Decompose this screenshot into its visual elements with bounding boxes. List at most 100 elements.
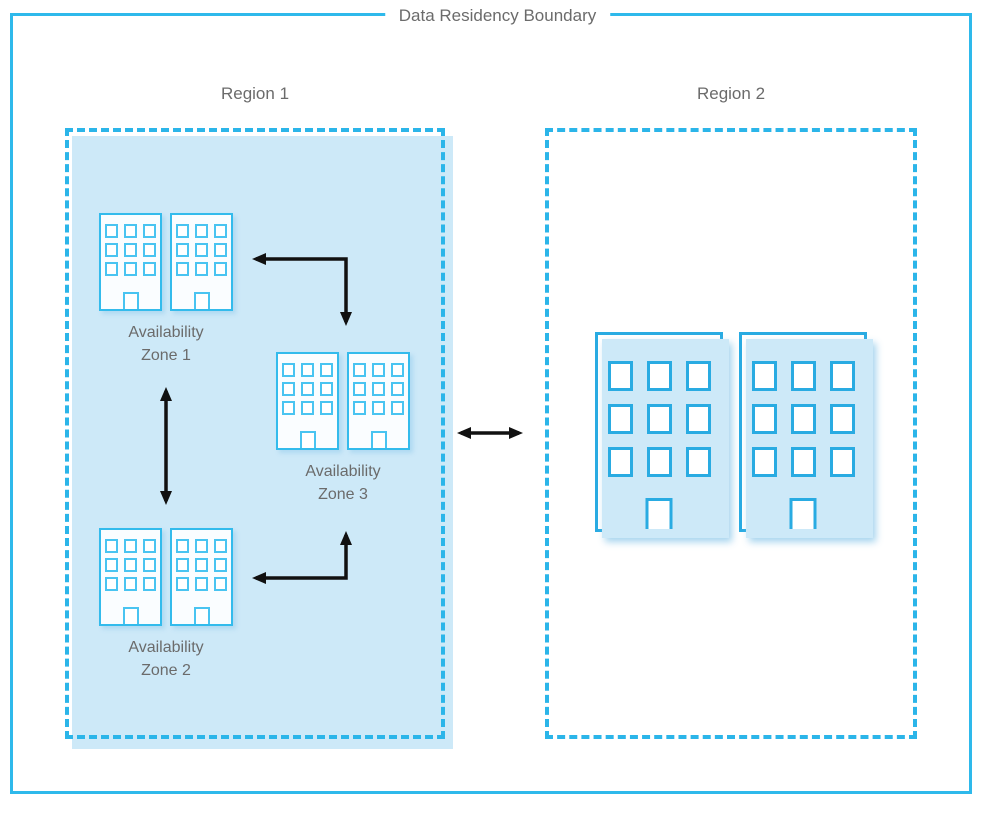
window-icon bbox=[607, 447, 633, 477]
window-icon bbox=[105, 539, 118, 553]
availability-zone-2: Availability Zone 2 bbox=[99, 528, 233, 682]
window-icon bbox=[214, 224, 227, 238]
window-icon bbox=[353, 401, 366, 415]
window-icon bbox=[391, 363, 404, 377]
window-icon bbox=[685, 447, 711, 477]
availability-zone-1: Availability Zone 1 bbox=[99, 213, 233, 367]
window-icon bbox=[195, 224, 208, 238]
window-icon bbox=[282, 363, 295, 377]
building-icon bbox=[739, 332, 873, 538]
window-icon bbox=[320, 401, 333, 415]
window-icon bbox=[646, 447, 672, 477]
window-icon bbox=[124, 262, 137, 276]
window-icon bbox=[391, 401, 404, 415]
window-icon bbox=[105, 243, 118, 257]
building-windows bbox=[101, 539, 160, 591]
window-icon bbox=[372, 363, 385, 377]
window-icon bbox=[829, 361, 855, 391]
window-icon bbox=[282, 401, 295, 415]
window-icon bbox=[124, 243, 137, 257]
window-icon bbox=[214, 243, 227, 257]
door-icon bbox=[299, 431, 316, 448]
window-icon bbox=[790, 404, 816, 434]
window-icon bbox=[353, 382, 366, 396]
window-icon bbox=[195, 577, 208, 591]
window-icon bbox=[829, 404, 855, 434]
window-icon bbox=[353, 363, 366, 377]
window-icon bbox=[214, 262, 227, 276]
window-icon bbox=[607, 361, 633, 391]
buildings-pair bbox=[276, 352, 410, 450]
window-icon bbox=[105, 224, 118, 238]
window-icon bbox=[301, 382, 314, 396]
building-icon bbox=[595, 332, 729, 538]
availability-zone-2-label: Availability Zone 2 bbox=[128, 639, 204, 679]
window-icon bbox=[320, 382, 333, 396]
window-icon bbox=[391, 382, 404, 396]
window-icon bbox=[176, 262, 189, 276]
window-icon bbox=[214, 539, 227, 553]
window-icon bbox=[143, 243, 156, 257]
window-icon bbox=[790, 361, 816, 391]
building-windows bbox=[349, 363, 408, 415]
region-1-boundary bbox=[65, 128, 445, 739]
region-1-label: Region 1 bbox=[220, 84, 290, 103]
window-icon bbox=[751, 361, 777, 391]
building-icon bbox=[170, 213, 233, 311]
window-icon bbox=[124, 558, 137, 572]
window-icon bbox=[143, 539, 156, 553]
window-icon bbox=[685, 361, 711, 391]
window-icon bbox=[105, 262, 118, 276]
window-icon bbox=[372, 401, 385, 415]
window-icon bbox=[195, 243, 208, 257]
window-icon bbox=[176, 243, 189, 257]
window-icon bbox=[751, 447, 777, 477]
window-icon bbox=[301, 363, 314, 377]
window-icon bbox=[685, 404, 711, 434]
door-icon bbox=[645, 498, 673, 529]
window-icon bbox=[829, 447, 855, 477]
window-icon bbox=[176, 224, 189, 238]
building-icon bbox=[347, 352, 410, 450]
window-icon bbox=[790, 447, 816, 477]
window-icon bbox=[195, 558, 208, 572]
window-icon bbox=[320, 363, 333, 377]
availability-zone-3: Availability Zone 3 bbox=[276, 352, 410, 506]
building-windows bbox=[101, 224, 160, 276]
building-windows bbox=[172, 539, 231, 591]
window-icon bbox=[195, 539, 208, 553]
window-icon bbox=[301, 401, 314, 415]
buildings-pair bbox=[99, 213, 233, 311]
door-icon bbox=[193, 292, 210, 309]
availability-zone-1-label: Availability Zone 1 bbox=[128, 324, 204, 364]
availability-zone-3-label: Availability Zone 3 bbox=[305, 463, 381, 503]
window-icon bbox=[143, 262, 156, 276]
door-icon bbox=[122, 607, 139, 624]
window-icon bbox=[124, 539, 137, 553]
window-icon bbox=[646, 404, 672, 434]
window-icon bbox=[646, 361, 672, 391]
building-icon bbox=[170, 528, 233, 626]
window-icon bbox=[372, 382, 385, 396]
window-icon bbox=[176, 539, 189, 553]
building-icon bbox=[99, 528, 162, 626]
building-windows bbox=[742, 361, 864, 477]
window-icon bbox=[124, 577, 137, 591]
window-icon bbox=[214, 577, 227, 591]
door-icon bbox=[193, 607, 210, 624]
window-icon bbox=[607, 404, 633, 434]
building-icon bbox=[276, 352, 339, 450]
window-icon bbox=[105, 558, 118, 572]
building-windows bbox=[278, 363, 337, 415]
window-icon bbox=[176, 558, 189, 572]
window-icon bbox=[124, 224, 137, 238]
window-icon bbox=[282, 382, 295, 396]
diagram-title: Data Residency Boundary bbox=[384, 4, 611, 28]
window-icon bbox=[105, 577, 118, 591]
buildings-pair bbox=[99, 528, 233, 626]
region-2-label: Region 2 bbox=[696, 84, 766, 103]
window-icon bbox=[143, 577, 156, 591]
building-windows bbox=[598, 361, 720, 477]
window-icon bbox=[176, 577, 189, 591]
